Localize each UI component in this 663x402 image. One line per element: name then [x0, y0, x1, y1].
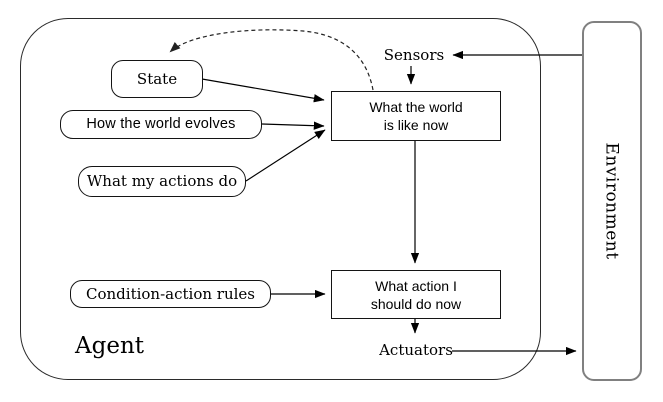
agent-label: Agent [75, 333, 144, 359]
node-what-my-actions-do: What my actions do [78, 166, 246, 197]
node-action-choice-line2: should do now [370, 295, 462, 312]
node-world-state-line1: What the world [369, 99, 463, 115]
actuators-label: Actuators [379, 341, 453, 359]
arrow-evolves-to-world [261, 121, 325, 130]
node-what-my-actions-do-label: What my actions do [86, 172, 238, 191]
node-world-state-line2: is like now [383, 117, 449, 133]
node-action-choice-line1: What action I [375, 277, 457, 294]
arrow-actions-to-world [245, 129, 326, 182]
node-state-label: State [136, 69, 178, 88]
node-condition-action-rules: Condition-action rules [70, 280, 271, 308]
node-how-world-evolves-label: How the world evolves [86, 116, 236, 133]
node-action-choice: What action I should do now [331, 270, 501, 319]
agent-boundary [20, 18, 541, 380]
node-state: State [111, 60, 203, 98]
node-world-state: What the world is like now [331, 91, 501, 141]
node-condition-action-rules-label: Condition-action rules [86, 284, 255, 303]
node-how-world-evolves: How the world evolves [60, 110, 262, 139]
environment-box: Environment [582, 21, 642, 381]
dashed-arrow-world-to-state [169, 29, 374, 91]
sensors-label: Sensors [383, 46, 445, 64]
arrow-state-to-world [201, 78, 325, 103]
